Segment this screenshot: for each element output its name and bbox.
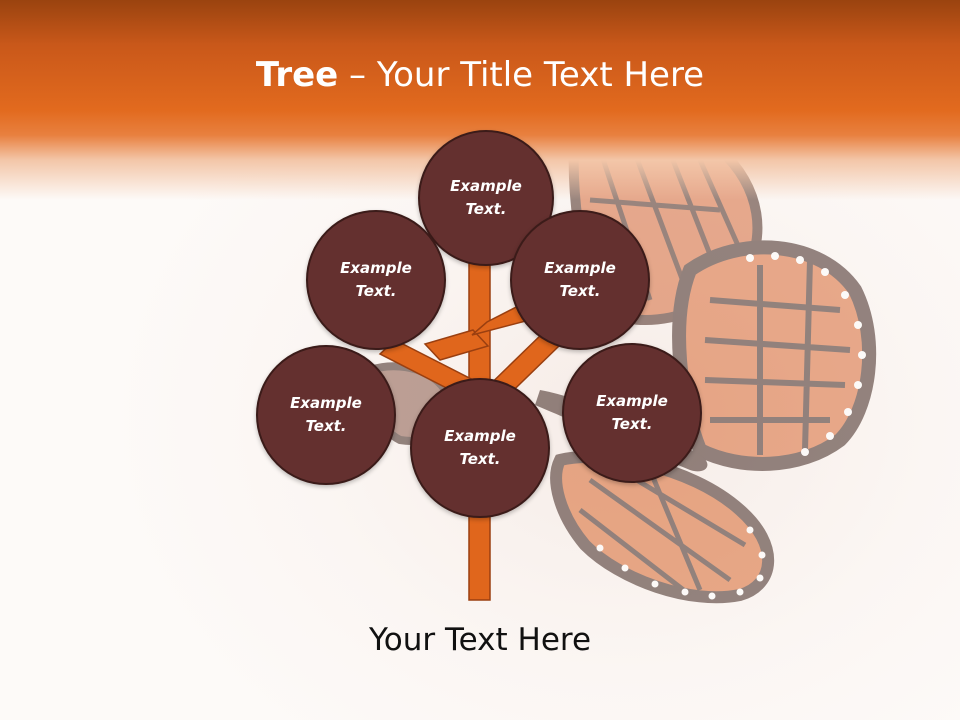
tree-node-center[interactable]: Example Text.	[410, 378, 550, 518]
title-rest: – Your Title Text Here	[338, 55, 705, 95]
tree-node-upper-left[interactable]: Example Text.	[306, 210, 446, 350]
tree-node-upper-right[interactable]: Example Text.	[510, 210, 650, 350]
node-label: Example Text.	[544, 259, 616, 300]
slide-title[interactable]: Tree – Your Title Text Here	[0, 52, 960, 98]
title-bold-word: Tree	[255, 55, 339, 95]
node-label: Example Text.	[450, 177, 522, 218]
node-label: Example Text.	[444, 427, 516, 468]
footer-text[interactable]: Your Text Here	[368, 622, 592, 658]
tree-node-top[interactable]: Example Text.	[418, 130, 554, 266]
node-label: Example Text.	[596, 392, 668, 433]
branch-upper-left	[423, 329, 490, 361]
tree-node-lower-left[interactable]: Example Text.	[256, 345, 396, 485]
node-label: Example Text.	[290, 394, 362, 435]
node-label: Example Text.	[340, 259, 412, 300]
tree-node-lower-right[interactable]: Example Text.	[562, 343, 702, 483]
